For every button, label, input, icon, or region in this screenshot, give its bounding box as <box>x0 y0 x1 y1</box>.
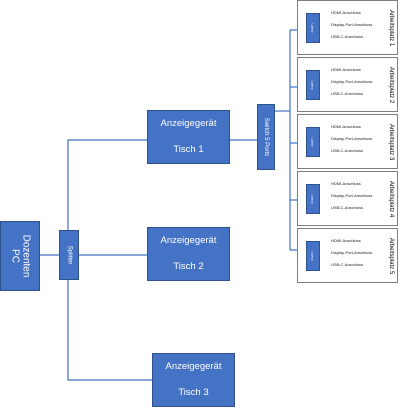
port-label: Display-Port-Anschluss <box>331 250 373 255</box>
port-label: HDMI-Anschluss <box>331 67 361 72</box>
port-label: HDMI-Anschluss <box>331 124 361 129</box>
port-label: HDMI-Anschluss <box>331 10 361 15</box>
workstation-name-label: Arbeitsplatz 5 <box>388 237 395 274</box>
workstation-device-box: Laptop <box>306 13 320 43</box>
workstation-device-label: Laptop <box>311 251 315 261</box>
port-label: Display-Port-Anschluss <box>331 136 373 141</box>
port-label: USB-C-Anschluss <box>331 34 364 39</box>
port-label: HDMI-Anschluss <box>331 181 361 186</box>
workstation-device-label: Laptop <box>311 194 315 204</box>
display-2-line1: Anzeigegerät <box>160 235 217 246</box>
workstation-name-label: Arbeitsplatz 2 <box>388 66 395 103</box>
port-label: USB-C-Anschluss <box>331 205 364 210</box>
workstation-name: Arbeitsplatz 5 <box>384 229 398 282</box>
workstation-device-box: Laptop <box>306 241 320 271</box>
port-label: USB-C-Anschluss <box>331 262 364 267</box>
display-tisch-3: Anzeigegerät Tisch 3 <box>152 353 235 407</box>
port-label: Display-Port-Anschluss <box>331 22 373 27</box>
port-label: HDMI-Anschluss <box>331 238 361 243</box>
display-tisch-1: Anzeigegerät Tisch 1 <box>147 110 230 164</box>
workstation-device-box: Laptop <box>306 184 320 214</box>
workstation-name: Arbeitsplatz 3 <box>384 115 398 168</box>
workstation-device-box: Laptop <box>306 70 320 100</box>
splitter-box: Splitter <box>59 230 79 280</box>
port-label: USB-C-Anschluss <box>331 148 364 153</box>
workstation-device-label: Laptop <box>311 23 315 33</box>
workstation-device-label: Laptop <box>311 80 315 90</box>
switch-box: Switch 5 Ports <box>257 104 275 170</box>
dozenten-pc-box: Dozenten PC <box>0 221 40 291</box>
workstation-device-box: Laptop <box>306 127 320 157</box>
workstation-device-label: Laptop <box>311 137 315 147</box>
workstation-name: Arbeitsplatz 2 <box>384 58 398 111</box>
dozenten-pc-label: Dozenten PC <box>9 234 31 278</box>
workstation-name-label: Arbeitsplatz 3 <box>388 123 395 160</box>
display-tisch-2: Anzeigegerät Tisch 2 <box>147 227 230 281</box>
workstation-name-label: Arbeitsplatz 1 <box>388 9 395 46</box>
display-3-line1: Anzeigegerät <box>165 361 222 372</box>
splitter-label: Splitter <box>66 245 72 265</box>
workstation-name-label: Arbeitsplatz 4 <box>388 180 395 217</box>
port-label: Display-Port-Anschluss <box>331 79 373 84</box>
workstation-name: Arbeitsplatz 1 <box>384 1 398 54</box>
switch-label: Switch 5 Ports <box>263 117 270 157</box>
workstation-name: Arbeitsplatz 4 <box>384 172 398 225</box>
display-2-line2: Tisch 2 <box>173 261 204 272</box>
display-3-line2: Tisch 3 <box>178 387 209 398</box>
port-label: Display-Port-Anschluss <box>331 193 373 198</box>
display-1-line2: Tisch 1 <box>173 144 204 155</box>
display-1-line1: Anzeigegerät <box>160 118 217 129</box>
port-label: USB-C-Anschluss <box>331 91 364 96</box>
